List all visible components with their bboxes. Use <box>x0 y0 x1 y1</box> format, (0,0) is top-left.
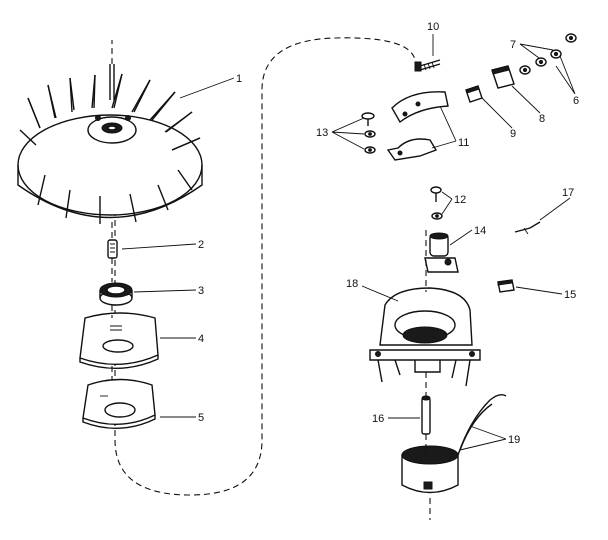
callout-labels: 1 2 3 4 5 6 7 8 9 10 11 12 13 14 15 16 1… <box>198 21 579 446</box>
callout-6: 6 <box>573 95 579 107</box>
part-17-wire <box>514 221 541 235</box>
callout-15: 15 <box>564 289 576 301</box>
callout-5: 5 <box>198 412 204 424</box>
part-16-shaft <box>421 395 431 435</box>
part-2-key <box>107 239 118 259</box>
part-13-screws <box>361 112 376 154</box>
callout-1: 1 <box>236 73 242 85</box>
part-4-plate <box>79 312 159 369</box>
callout-16: 16 <box>372 413 384 425</box>
callout-2: 2 <box>198 239 204 251</box>
part-6-7-washers <box>519 33 577 75</box>
callout-13: 13 <box>316 127 328 139</box>
part-15-pad <box>497 279 515 293</box>
callout-18: 18 <box>346 278 358 290</box>
callout-12: 12 <box>454 194 466 206</box>
callout-14: 14 <box>474 225 486 237</box>
dashed-enclosure-outline <box>114 37 416 496</box>
callout-4: 4 <box>198 333 204 345</box>
part-10-screw <box>414 59 441 72</box>
part-12-screw <box>430 186 443 220</box>
part-18-housing <box>369 287 481 387</box>
part-19-cup <box>401 393 507 494</box>
part-1-flywheel <box>17 64 203 224</box>
callout-8: 8 <box>539 113 545 125</box>
callout-9: 9 <box>510 128 516 140</box>
part-3-nut <box>99 282 133 306</box>
part-8-block <box>491 65 515 89</box>
part-9-block <box>465 85 483 103</box>
callout-17: 17 <box>562 187 574 199</box>
right-centerline <box>425 230 431 520</box>
callout-7: 7 <box>510 39 516 51</box>
callout-11: 11 <box>458 137 469 149</box>
part-11-brackets <box>386 91 449 161</box>
callout-10: 10 <box>427 21 439 33</box>
callout-19: 19 <box>508 434 520 446</box>
callout-3: 3 <box>198 285 204 297</box>
part-5-plate <box>82 378 156 430</box>
leader-lines <box>121 34 576 451</box>
part-14-coil <box>424 232 459 273</box>
